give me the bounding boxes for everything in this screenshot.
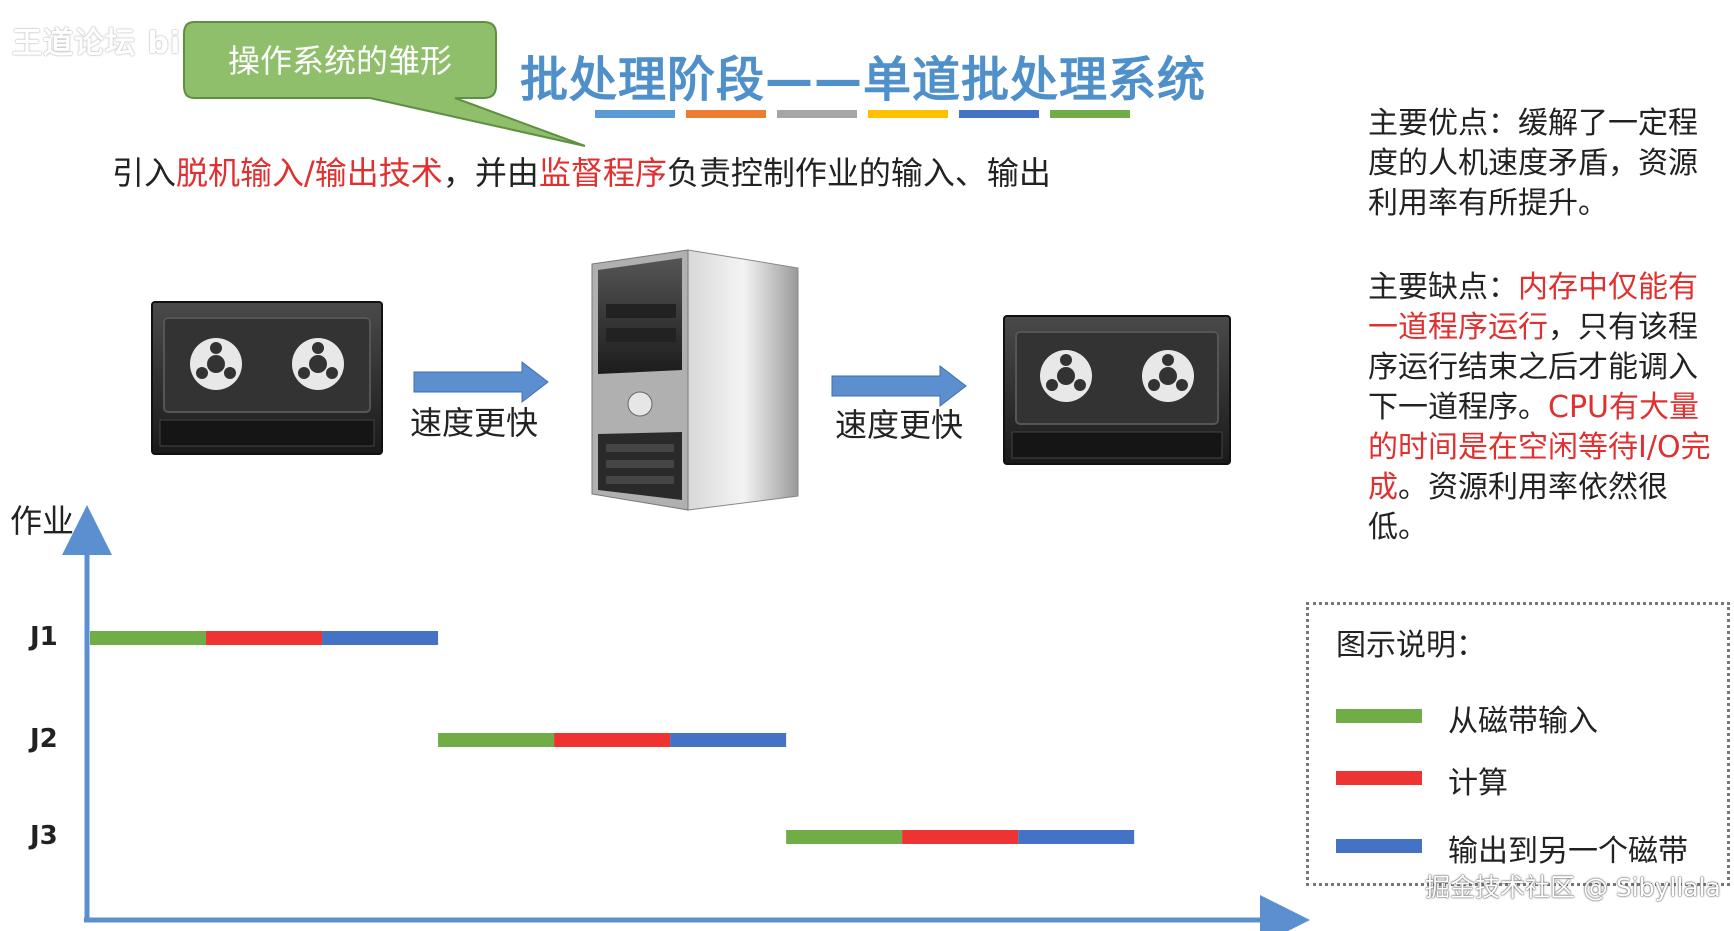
title-bar-segment: [1050, 110, 1130, 118]
title-bar-segment: [959, 110, 1039, 118]
legend-label: 从磁带输入: [1448, 704, 1598, 739]
disadvantages-paragraph: 主要缺点：内存中仅能有一道程序运行，只有该程序运行结束之后才能调入下一道程序。C…: [1368, 268, 1718, 548]
bar-j3-output: [1018, 830, 1135, 844]
gantt-bars: [90, 631, 1135, 844]
subtitle-monitor: 监督程序: [538, 154, 667, 192]
disadvantages-red-2: CPU有大量的时间是在空闲等待I/O完成: [1368, 390, 1711, 505]
subtitle: 引入脱机输入/输出技术，并由监督程序负责控制作业的输入、输出: [112, 148, 1051, 194]
subtitle-part-3: ，并由: [442, 154, 539, 192]
legend-box: [1306, 602, 1730, 886]
disadvantages-label: 主要缺点：: [1368, 270, 1518, 305]
bar-j2-compute: [554, 733, 671, 747]
title-bar-segment: [686, 110, 766, 118]
legend-swatch: [1336, 771, 1422, 785]
subtitle-part-5: 负责控制作业的输入、输出: [666, 154, 1051, 192]
bar-j2-input: [438, 733, 555, 747]
advantages-text: 主要优点：缓解了一定程度的人机速度矛盾，资源利用率有所提升。: [1368, 104, 1718, 224]
job-label-j3: J3: [30, 821, 58, 851]
callout-text: 操作系统的雏形: [227, 42, 452, 80]
disadvantages-text: 主要缺点：内存中仅能有一道程序运行，只有该程序运行结束之后才能调入下一道程序。C…: [1368, 268, 1718, 548]
disadvantages-normal-2: 。资源利用率依然很低。: [1368, 470, 1668, 545]
job-label-j2: J2: [30, 724, 58, 754]
legend-swatch: [1336, 839, 1422, 853]
subtitle-part-1: 引入: [112, 154, 177, 192]
subtitle-offline-io: 脱机输入/输出技术: [176, 154, 443, 192]
arrow-label-2: 速度更快: [835, 406, 964, 444]
title-bar-segment: [777, 110, 857, 118]
disadvantages-normal-1: ，只有该程序运行结束之后才能调入下一道程序。: [1368, 310, 1698, 425]
computer-tower-icon: [591, 249, 799, 511]
legend-swatch: [1336, 709, 1422, 723]
watermark-bottom-right: 掘金技术社区 @ Sibyllala: [1425, 873, 1721, 902]
right-arrow-icon-2: [831, 364, 967, 408]
arrow-label-1: 速度更快: [410, 404, 539, 442]
legend-label: 计算: [1448, 766, 1508, 801]
legend-label: 输出到另一个磁带: [1448, 834, 1688, 869]
bar-j1-input: [90, 631, 207, 645]
bar-j1-output: [322, 631, 439, 645]
bar-j2-output: [670, 733, 787, 747]
job-label-j1: J1: [30, 622, 58, 652]
bar-j1-compute: [206, 631, 323, 645]
bar-j3-input: [786, 830, 903, 844]
title-bar-segment: [868, 110, 948, 118]
tape-drive-icon-right: [1003, 315, 1231, 465]
disadvantages-red-1: 内存中仅能有一道程序运行: [1368, 270, 1698, 345]
bar-j3-compute: [902, 830, 1019, 844]
tape-drive-icon: [151, 301, 383, 455]
page-title: 批处理阶段——单道批处理系统: [520, 52, 1207, 108]
title-bar-segment: [595, 110, 675, 118]
right-arrow-icon: [413, 360, 549, 404]
advantages-paragraph: 主要优点：缓解了一定程度的人机速度矛盾，资源利用率有所提升。: [1368, 106, 1698, 221]
legend-title: 图示说明：: [1336, 628, 1486, 663]
